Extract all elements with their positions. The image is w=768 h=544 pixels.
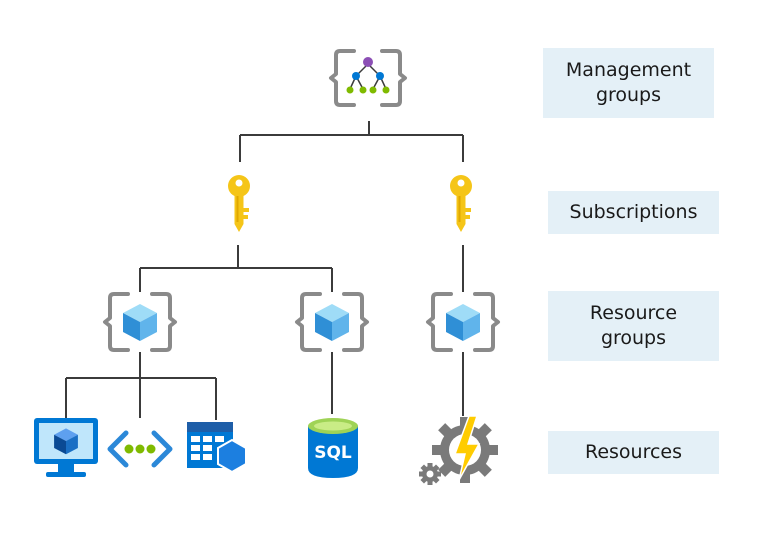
label-resources: Resources (548, 431, 719, 474)
management-group-icon (329, 49, 407, 107)
function-app-icon (419, 415, 498, 485)
sql-database-icon: SQL (308, 418, 358, 478)
label-resource-groups-line2: groups (600, 327, 667, 349)
resource-group-icon (428, 294, 498, 350)
connector-lines (65, 121, 464, 420)
subscription-key-icon (450, 175, 472, 232)
label-management-groups: Management groups (543, 48, 714, 118)
label-resources-text: Resources (584, 441, 683, 463)
label-resource-groups: Resource groups (548, 291, 719, 361)
label-management-groups-line2: groups (595, 84, 662, 106)
label-management-groups-line1: Management (565, 59, 692, 81)
resource-group-icon (297, 294, 367, 350)
virtual-network-icon (107, 430, 173, 468)
label-resource-groups-line1: Resource (589, 302, 678, 324)
virtual-machine-icon (34, 418, 98, 477)
sql-label: SQL (314, 443, 352, 463)
storage-table-icon (187, 422, 247, 474)
label-subscriptions: Subscriptions (548, 191, 719, 234)
label-subscriptions-text: Subscriptions (569, 201, 698, 223)
resource-group-icon (105, 294, 175, 350)
subscription-key-icon (228, 175, 250, 232)
